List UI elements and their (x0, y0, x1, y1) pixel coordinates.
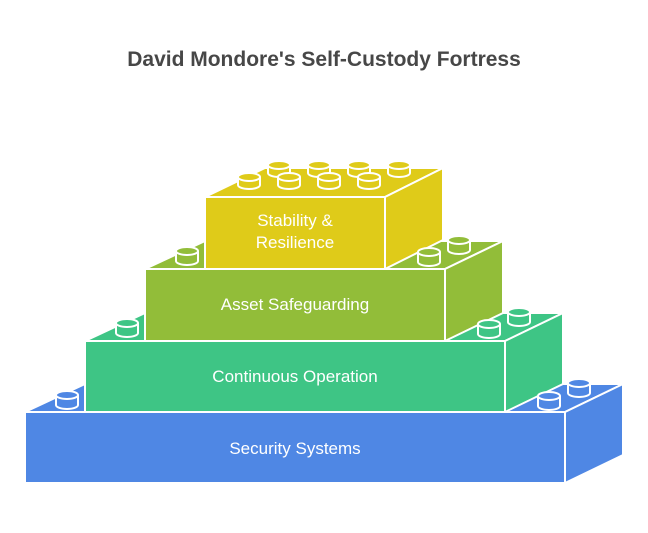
diagram-title: David Mondore's Self-Custody Fortress (127, 48, 521, 71)
layer-label-stability: Stability & Resilience (205, 210, 385, 254)
studs (55, 160, 591, 411)
layer-label-asset-safeguarding: Asset Safeguarding (220, 295, 370, 314)
layer-label-security-systems: Security Systems (229, 439, 361, 458)
layer-label-line2: Resilience (255, 233, 335, 252)
layer-label-continuous-operation: Continuous Operation (212, 367, 378, 386)
layer-label-line1: Stability & (257, 211, 333, 230)
brick-stability-resilience (204, 167, 444, 270)
